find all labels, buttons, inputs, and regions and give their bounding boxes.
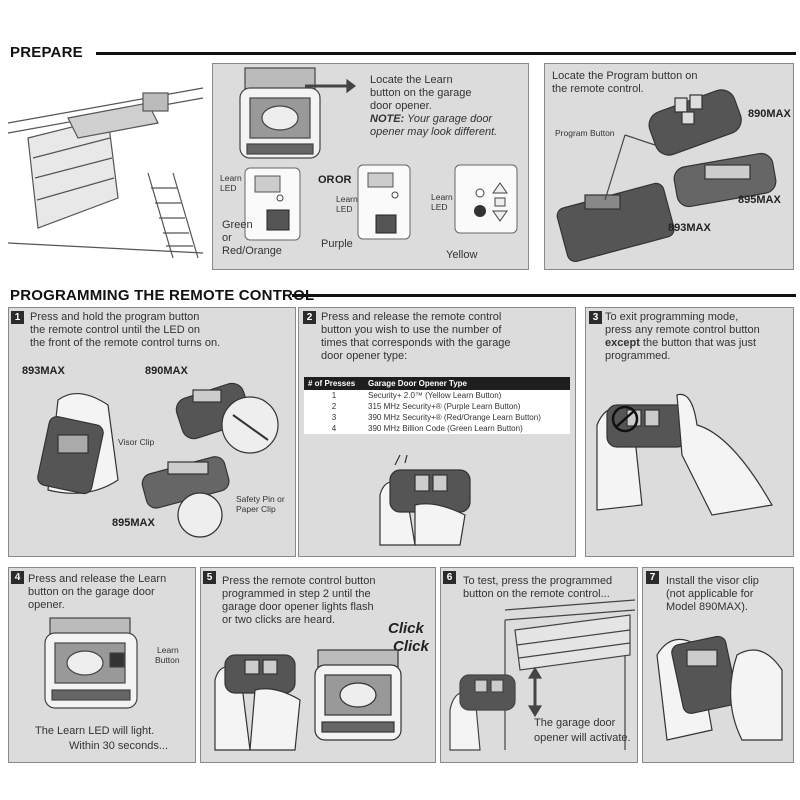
step7-number: 7 bbox=[646, 571, 659, 584]
color-or: or bbox=[222, 232, 232, 245]
step7-line1: Install the visor clip bbox=[666, 575, 759, 588]
purple-learn-button-illustration bbox=[358, 165, 413, 243]
step1-illustration bbox=[18, 380, 288, 540]
table-cell-presses: 1 bbox=[304, 390, 364, 401]
color-green: Green bbox=[222, 219, 253, 232]
safety-pin-label-1: Safety Pin or bbox=[236, 494, 285, 504]
step2-line2: button you wish to use the number of bbox=[321, 324, 501, 337]
step6-number: 6 bbox=[443, 571, 456, 584]
step2-line4: door opener type: bbox=[321, 350, 407, 363]
step3-line3: except the button that was just bbox=[605, 337, 756, 350]
step5-number: 5 bbox=[203, 571, 216, 584]
learn-note-line2: opener may look different. bbox=[370, 126, 497, 139]
step4-number: 4 bbox=[11, 571, 24, 584]
step4-foot1: The Learn LED will light. bbox=[35, 725, 154, 738]
step5-line3: garage door opener lights flash bbox=[222, 601, 374, 614]
purple-led-label: LED bbox=[336, 204, 353, 214]
opener-illustration bbox=[235, 68, 355, 163]
table-cell-type: Security+ 2.0™ (Yellow Learn Button) bbox=[364, 390, 570, 401]
yellow-learn-label: Learn bbox=[431, 192, 453, 202]
visor-clip-label: Visor Clip bbox=[118, 437, 154, 447]
note-label: NOTE: bbox=[370, 113, 404, 125]
click-label-1: Click bbox=[388, 620, 424, 637]
step6-foot2: opener will activate. bbox=[534, 732, 631, 745]
learn-button-label-1: Learn bbox=[157, 645, 179, 655]
learn-note: NOTE: Your garage door bbox=[370, 113, 492, 126]
step4-foot2: Within 30 seconds... bbox=[69, 740, 168, 753]
prepare-rule bbox=[96, 52, 796, 55]
table-row: 1Security+ 2.0™ (Yellow Learn Button) bbox=[304, 390, 570, 401]
table-cell-type: 390 MHz Billion Code (Green Learn Button… bbox=[364, 423, 570, 434]
learn-button-label-2: Button bbox=[155, 655, 180, 665]
step6-foot1: The garage door bbox=[534, 717, 615, 730]
step6-line1: To test, press the programmed bbox=[463, 575, 612, 588]
step4-line1: Press and release the Learn bbox=[28, 573, 166, 586]
note-text: Your garage door bbox=[404, 113, 492, 125]
remote-locate-line1: Locate the Program button on bbox=[552, 70, 698, 83]
step3-line4: programmed. bbox=[605, 350, 670, 363]
step7-line2: (not applicable for bbox=[666, 588, 753, 601]
step4-line2: button on the garage door bbox=[28, 586, 155, 599]
step3-line1: To exit programming mode, bbox=[605, 311, 738, 324]
programming-rule bbox=[292, 294, 796, 297]
table-cell-type: 315 MHz Security+® (Purple Learn Button) bbox=[364, 401, 570, 412]
table-cell-type: 390 MHz Security+® (Red/Orange Learn But… bbox=[364, 412, 570, 423]
presses-table-header: # of Presses Garage Door Opener Type bbox=[304, 377, 570, 390]
header-opener-type: Garage Door Opener Type bbox=[364, 377, 570, 390]
step4-line3: opener. bbox=[28, 599, 65, 612]
color-red-orange: Red/Orange bbox=[222, 245, 282, 258]
step1-model-890max: 890MAX bbox=[145, 365, 188, 377]
or-label-2: OR bbox=[335, 174, 352, 186]
green-learn-label: Learn bbox=[220, 173, 242, 183]
step2-line3: times that corresponds with the garage bbox=[321, 337, 511, 350]
step3-line3-rest: the button that was just bbox=[640, 337, 756, 349]
step3-number: 3 bbox=[589, 311, 602, 324]
step1-model-895max: 895MAX bbox=[112, 517, 155, 529]
table-cell-presses: 3 bbox=[304, 412, 364, 423]
learn-locate-line2: button on the garage bbox=[370, 87, 472, 100]
learn-locate-line1: Locate the Learn bbox=[370, 74, 453, 87]
step1-line1: Press and hold the program button bbox=[30, 311, 199, 324]
green-led-label: LED bbox=[220, 183, 237, 193]
step2-illustration bbox=[375, 455, 485, 550]
model-893max-prepare: 893MAX bbox=[668, 222, 711, 234]
step5-illustration bbox=[210, 640, 430, 755]
model-890max-prepare: 890MAX bbox=[748, 108, 791, 120]
step4-illustration bbox=[40, 618, 150, 713]
learn-locate-line3: door opener. bbox=[370, 100, 432, 113]
step1-model-893max: 893MAX bbox=[22, 365, 65, 377]
safety-pin-label-2: Paper Clip bbox=[236, 504, 276, 514]
step7-line3: Model 890MAX). bbox=[666, 601, 748, 614]
color-yellow: Yellow bbox=[446, 249, 477, 262]
green-learn-button-illustration bbox=[245, 168, 303, 243]
programming-heading: PROGRAMMING THE REMOTE CONTROL bbox=[10, 287, 314, 304]
step5-line1: Press the remote control button bbox=[222, 575, 375, 588]
step5-line2: programmed in step 2 until the bbox=[222, 588, 371, 601]
garage-illustration bbox=[8, 78, 208, 263]
step3-line2: press any remote control button bbox=[605, 324, 760, 337]
color-purple: Purple bbox=[321, 238, 353, 251]
or-label-1: OR bbox=[318, 174, 335, 186]
model-895max-prepare: 895MAX bbox=[738, 194, 781, 206]
step1-line2: the remote control until the LED on bbox=[30, 324, 200, 337]
step2-line1: Press and release the remote control bbox=[321, 311, 501, 324]
prepare-heading: PREPARE bbox=[10, 44, 83, 61]
step3-except: except bbox=[605, 337, 640, 349]
yellow-led-label: LED bbox=[431, 202, 448, 212]
table-cell-presses: 2 bbox=[304, 401, 364, 412]
purple-learn-label: Learn bbox=[336, 194, 358, 204]
step7-illustration bbox=[652, 620, 790, 755]
yellow-learn-button-illustration bbox=[455, 165, 520, 237]
step3-illustration bbox=[592, 385, 787, 520]
step5-line4: or two clicks are heard. bbox=[222, 614, 335, 627]
step1-number: 1 bbox=[11, 311, 24, 324]
header-presses: # of Presses bbox=[304, 377, 364, 390]
step2-number: 2 bbox=[303, 311, 316, 324]
step1-line3: the front of the remote control turns on… bbox=[30, 337, 220, 350]
table-cell-presses: 4 bbox=[304, 423, 364, 434]
